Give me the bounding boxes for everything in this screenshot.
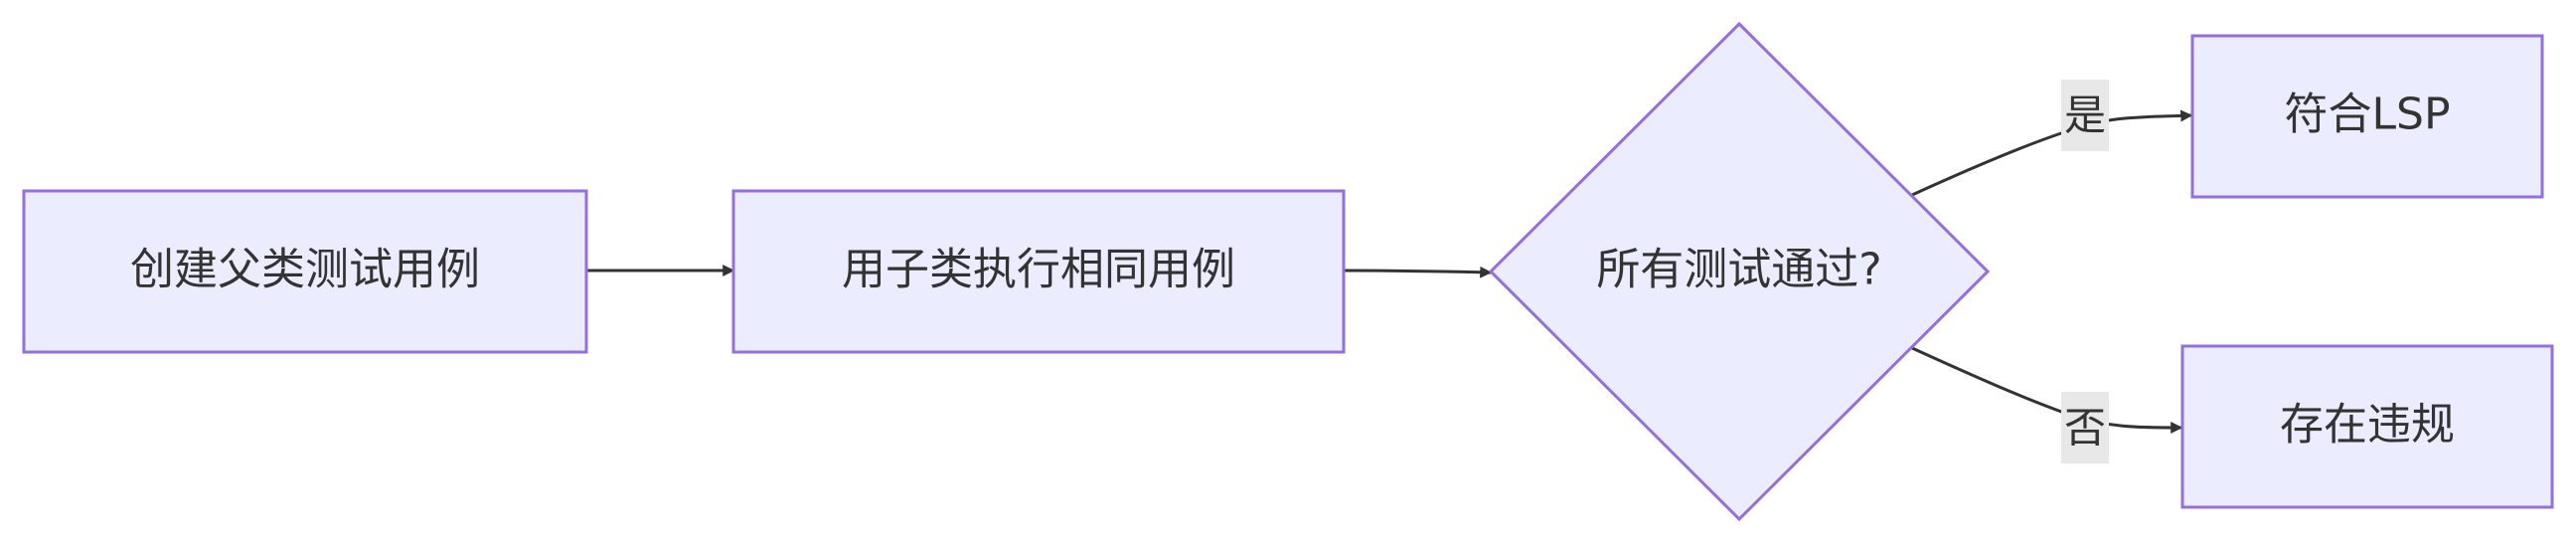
edge-label-no: 否 <box>2061 392 2109 463</box>
svg-text:存在违规: 存在违规 <box>2280 400 2455 451</box>
node-violation-exists: 存在违规 <box>2180 344 2554 509</box>
node-run-with-subclass: 用子类执行相同用例 <box>731 189 1346 354</box>
svg-text:否: 否 <box>2064 404 2106 452</box>
svg-text:创建父类测试用例: 创建父类测试用例 <box>130 245 480 295</box>
svg-text:所有测试通过?: 所有测试通过? <box>1596 245 1881 295</box>
edge-run-to-decision <box>1343 266 1493 278</box>
svg-text:是: 是 <box>2064 91 2106 140</box>
edge-decision-to-lsp <box>1911 109 2193 197</box>
edge-label-yes: 是 <box>2061 80 2109 151</box>
edge-decision-to-violation <box>1911 346 2183 434</box>
node-create-parent-tests: 创建父类测试用例 <box>22 189 588 354</box>
svg-text:用子类执行相同用例: 用子类执行相同用例 <box>842 245 1235 295</box>
node-decision-all-tests-pass: 所有测试通过? <box>1488 21 1991 522</box>
node-complies-lsp: 符合LSP <box>2190 34 2544 199</box>
svg-text:符合LSP: 符合LSP <box>2285 90 2451 140</box>
